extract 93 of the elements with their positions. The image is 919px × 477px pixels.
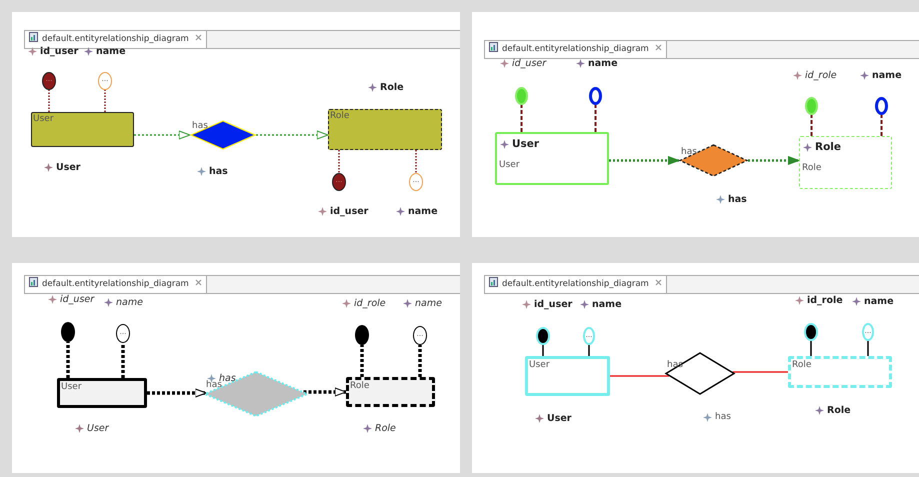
entity-label: Role bbox=[802, 163, 822, 173]
entity-label: Role bbox=[350, 381, 370, 391]
connector-line bbox=[732, 371, 788, 373]
attribute-label: name bbox=[864, 296, 894, 307]
attribute-label: Role bbox=[827, 405, 851, 416]
entity-heading: Role bbox=[815, 141, 842, 153]
editor-panel bbox=[472, 12, 919, 237]
connector-line bbox=[588, 345, 590, 356]
connector-line bbox=[867, 341, 869, 356]
relationship-label: has bbox=[206, 380, 222, 390]
entity-label: Role bbox=[330, 111, 350, 121]
attribute-label: User bbox=[547, 413, 572, 424]
attribute-ellipse bbox=[42, 72, 56, 90]
attribute-label: id_user bbox=[40, 46, 78, 57]
attribute-label: name bbox=[408, 206, 438, 217]
connector-line bbox=[104, 90, 106, 112]
connector-line bbox=[303, 388, 346, 396]
connector-line bbox=[360, 345, 364, 377]
attribute-label: User bbox=[56, 162, 80, 173]
entity-label: User bbox=[499, 160, 520, 170]
entity-label: User bbox=[529, 360, 550, 370]
attribute-label: name bbox=[96, 46, 126, 57]
tab-title: default.entityrelationship_diagram bbox=[42, 279, 189, 289]
entity-heading: User bbox=[512, 138, 540, 150]
attribute-label: Role bbox=[380, 82, 404, 93]
connector-line bbox=[609, 156, 680, 165]
attribute-label: name bbox=[872, 70, 902, 81]
attribute-label: User bbox=[87, 423, 109, 434]
connector-line bbox=[520, 105, 522, 132]
relationship-label: has bbox=[667, 360, 683, 370]
entity-label: User bbox=[33, 114, 54, 124]
attribute-ellipse bbox=[355, 325, 369, 345]
attribute-label: id_user bbox=[60, 294, 94, 305]
entity-box bbox=[495, 132, 609, 185]
attribute-ellipse bbox=[589, 87, 602, 105]
attribute-label: has bbox=[209, 166, 228, 177]
connector-line bbox=[48, 90, 50, 112]
attribute-label: id_role bbox=[354, 298, 386, 309]
entity-box bbox=[328, 109, 442, 150]
attribute-ellipse bbox=[515, 87, 528, 105]
attribute-label: name bbox=[592, 299, 622, 310]
entity-label: User bbox=[61, 382, 82, 392]
entity-label: Role bbox=[792, 360, 812, 370]
connector-line bbox=[880, 115, 882, 136]
attribute-ellipse bbox=[98, 72, 112, 90]
tab-title: default.entityrelationship_diagram bbox=[502, 44, 649, 54]
tab-title: default.entityrelationship_diagram bbox=[42, 34, 189, 44]
relationship-label: has bbox=[192, 121, 208, 131]
connector-line bbox=[810, 115, 812, 136]
attribute-ellipse bbox=[413, 326, 427, 345]
connector-line bbox=[748, 156, 800, 165]
entity-box bbox=[57, 378, 147, 408]
attribute-label: has bbox=[728, 194, 747, 205]
attribute-ellipse bbox=[805, 97, 818, 115]
attribute-ellipse bbox=[804, 323, 818, 341]
connector-line bbox=[418, 345, 422, 377]
attribute-label: name bbox=[415, 298, 442, 309]
relationship-label: has bbox=[681, 146, 697, 156]
connector-line bbox=[810, 341, 812, 356]
tab-title: default.entityrelationship_diagram bbox=[502, 279, 649, 289]
attribute-ellipse bbox=[409, 173, 423, 191]
editor-panel bbox=[12, 12, 460, 237]
connector-line bbox=[415, 150, 417, 173]
attribute-ellipse bbox=[116, 324, 130, 343]
entity-box bbox=[788, 356, 892, 388]
connector-line bbox=[121, 343, 125, 378]
attribute-ellipse bbox=[332, 173, 346, 191]
editor-panel bbox=[12, 263, 460, 473]
attribute-label: Role bbox=[375, 423, 396, 434]
attribute-label: has bbox=[219, 373, 236, 384]
attribute-label: name bbox=[588, 58, 618, 69]
attribute-label: name bbox=[116, 297, 143, 308]
entity-box bbox=[799, 136, 892, 189]
connector-line bbox=[256, 130, 328, 140]
attribute-ellipse bbox=[862, 323, 874, 341]
attribute-ellipse bbox=[536, 327, 550, 345]
attribute-ellipse bbox=[61, 322, 75, 342]
attribute-label: id_user bbox=[534, 299, 572, 310]
editor-panel bbox=[472, 263, 919, 473]
connector-line bbox=[66, 342, 70, 378]
entity-box bbox=[346, 377, 435, 407]
attribute-label: id_role bbox=[807, 295, 843, 306]
connector-line bbox=[542, 345, 544, 356]
connector-line bbox=[610, 375, 670, 377]
entity-box bbox=[525, 356, 610, 396]
connector-line bbox=[147, 388, 207, 398]
attribute-ellipse bbox=[583, 327, 595, 345]
attribute-label: has bbox=[715, 412, 731, 422]
connector-line bbox=[134, 130, 190, 140]
attribute-ellipse bbox=[875, 97, 888, 115]
entity-box bbox=[31, 112, 134, 147]
connector-line bbox=[594, 105, 596, 132]
connector-line bbox=[338, 150, 340, 173]
